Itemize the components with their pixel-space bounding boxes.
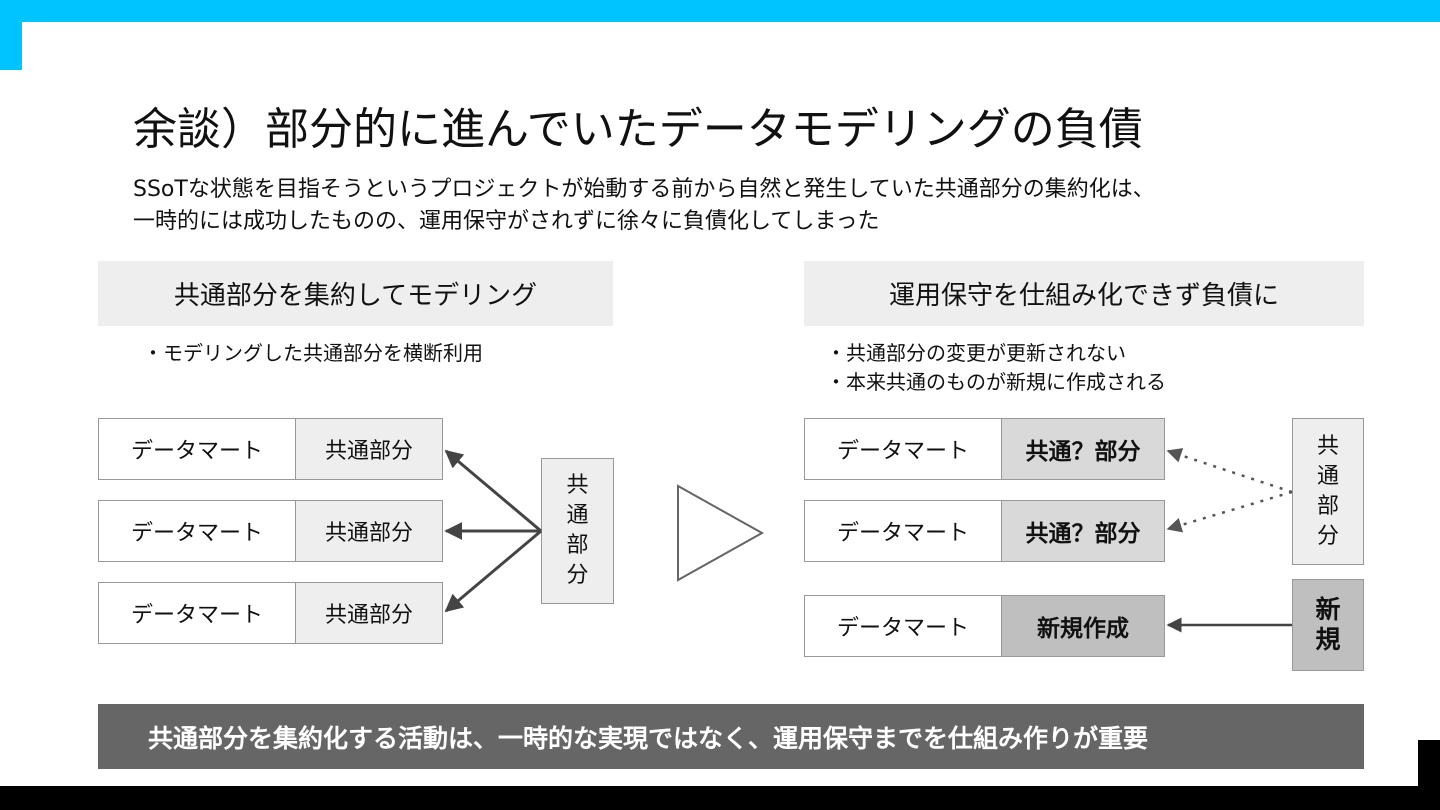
slide-subtitle: SSoTな状態を目指そうというプロジェクトが始動する前から自然と発生していた共通… bbox=[133, 174, 1155, 238]
slide-title: 余談）部分的に進んでいたデータモデリングの負債 bbox=[133, 104, 1143, 155]
bottom-bar bbox=[0, 786, 1440, 810]
left-distribution-arrows bbox=[444, 449, 542, 613]
source-char: 通 bbox=[566, 503, 589, 528]
new-char: 規 bbox=[1315, 625, 1341, 654]
right-heading: 運用保守を仕組み化できず負債に bbox=[804, 261, 1364, 326]
subtitle-line: 一時的には成功したものの、運用保守がされずに徐々に負債化してしまった bbox=[133, 209, 880, 234]
left-mart-3: データマート bbox=[98, 582, 296, 644]
source-char: 通 bbox=[1316, 463, 1339, 489]
right-new-box: 新 規 bbox=[1292, 579, 1364, 671]
right-mart-2: データマート bbox=[804, 500, 1002, 562]
right-common-1: 共通？部分 bbox=[1001, 418, 1165, 480]
left-heading: 共通部分を集約してモデリング bbox=[98, 261, 613, 326]
transition-triangle-icon bbox=[677, 484, 765, 582]
source-char: 分 bbox=[1316, 523, 1339, 549]
left-bullets: ・モデリングした共通部分を横断利用 bbox=[143, 339, 483, 368]
left-mart-1: データマート bbox=[98, 418, 296, 480]
right-mart-3: データマート bbox=[804, 595, 1002, 657]
footer-banner: 共通部分を集約化する活動は、一時的な実現ではなく、運用保守までを仕組み作りが重要 bbox=[98, 704, 1364, 769]
right-mart-1: データマート bbox=[804, 418, 1002, 480]
left-common-1: 共通部分 bbox=[295, 418, 443, 480]
top-accent-tab bbox=[0, 0, 22, 70]
source-char: 部 bbox=[566, 533, 589, 558]
source-char: 部 bbox=[1316, 493, 1339, 519]
new-char: 新 bbox=[1315, 595, 1341, 624]
right-common-2: 共通？部分 bbox=[1001, 500, 1165, 562]
source-char: 共 bbox=[1316, 433, 1339, 459]
left-common-2: 共通部分 bbox=[295, 500, 443, 562]
right-bullets: ・共通部分の変更が更新されない ・本来共通のものが新規に作成される bbox=[826, 339, 1166, 397]
right-new-creation: 新規作成 bbox=[1001, 595, 1165, 657]
arrow-to-common-3 bbox=[444, 529, 542, 613]
bottom-tab bbox=[1418, 740, 1440, 810]
dotted-arrow-2 bbox=[1166, 490, 1293, 533]
left-source-box: 共 通 部 分 bbox=[541, 458, 614, 604]
bullet-item: ・共通部分の変更が更新されない bbox=[826, 341, 1126, 365]
left-common-3: 共通部分 bbox=[295, 582, 443, 644]
subtitle-line: SSoTな状態を目指そうというプロジェクトが始動する前から自然と発生していた共通… bbox=[133, 177, 1155, 202]
right-source-box: 共 通 部 分 bbox=[1292, 418, 1364, 565]
arrow-to-common-1 bbox=[444, 449, 542, 533]
left-mart-2: データマート bbox=[98, 500, 296, 562]
source-char: 共 bbox=[566, 473, 589, 498]
bullet-item: ・モデリングした共通部分を横断利用 bbox=[143, 341, 483, 365]
top-accent-bar bbox=[0, 0, 1440, 22]
dotted-arrow-1 bbox=[1166, 448, 1293, 494]
bullet-item: ・本来共通のものが新規に作成される bbox=[826, 370, 1166, 394]
right-dotted-arrows bbox=[1166, 448, 1293, 533]
source-char: 分 bbox=[566, 563, 589, 588]
